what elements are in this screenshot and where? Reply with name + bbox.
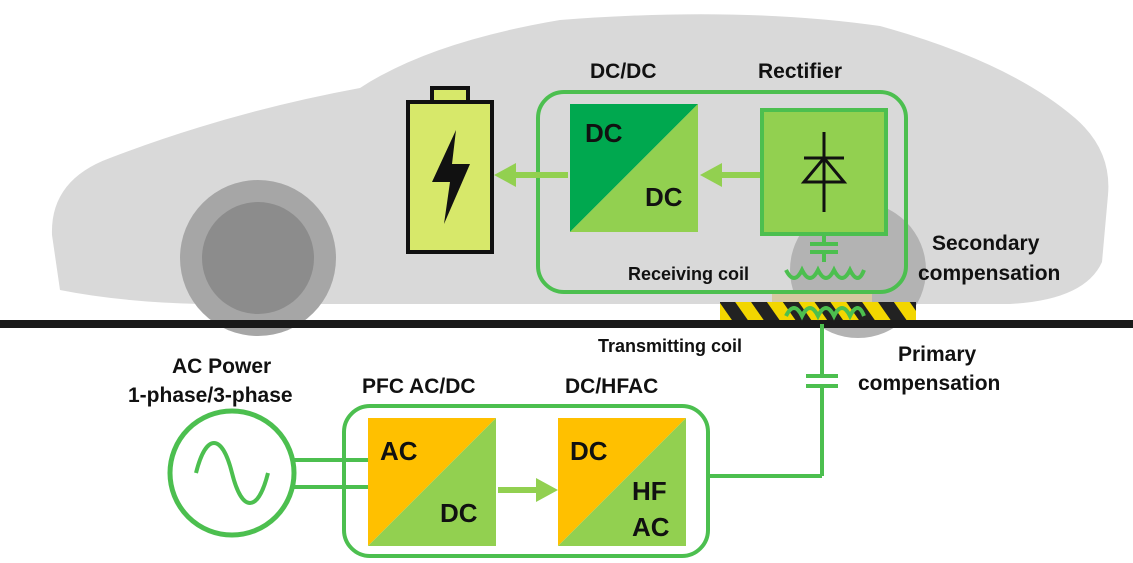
dcdc-in-label: DC [585, 118, 623, 148]
dchfac-lower [558, 418, 686, 546]
arrow-rectifier-to-dcdc [700, 163, 760, 187]
dchfac-converter: DC HF AC [558, 418, 686, 546]
vehicle-converter-enclosure [536, 90, 908, 294]
dchfac-title: DC/HFAC [565, 375, 658, 398]
rectifier-title: Rectifier [758, 60, 842, 83]
ac-power-label-2: 1-phase/3-phase [128, 384, 293, 407]
transmitting-coil-icon [784, 306, 866, 321]
rectifier [760, 108, 888, 236]
arrow-pfc-to-dchfac [498, 478, 558, 502]
pfc-lower [368, 418, 496, 546]
dcdc-title: DC/DC [590, 60, 657, 83]
battery [406, 86, 494, 254]
primary-compensation-label-1: Primary [898, 343, 977, 366]
sine-wave-icon [194, 441, 270, 505]
battery-terminal [430, 86, 470, 104]
pfc-in-label: AC [380, 436, 418, 466]
ground-converter-enclosure [342, 404, 710, 558]
diode-icon [800, 132, 848, 212]
lightning-icon [432, 130, 470, 224]
primary-compensation-capacitor [708, 324, 838, 478]
ac-source [167, 408, 368, 538]
dcdc-lower [570, 104, 698, 232]
receiving-coil-label: Receiving coil [628, 264, 749, 284]
primary-compensation-label-2: compensation [858, 372, 1000, 395]
secondary-compensation-capacitor [810, 234, 838, 262]
ground-line [0, 320, 1133, 328]
receiving-coil-icon [784, 265, 866, 280]
arrow-dcdc-to-battery [494, 163, 568, 187]
transmitting-coil-label: Transmitting coil [598, 336, 742, 356]
rear-rim [202, 202, 314, 314]
pfc-out-label: DC [440, 498, 478, 528]
dcdc-converter: DC DC [570, 104, 698, 232]
secondary-compensation-label-1: Secondary [932, 232, 1040, 255]
pfc-title: PFC AC/DC [362, 375, 476, 398]
pfc-converter: AC DC [368, 418, 496, 546]
dchfac-out-label-1: HF [632, 476, 667, 506]
dchfac-in-label: DC [570, 436, 608, 466]
dcdc-out-label: DC [645, 182, 683, 212]
ac-power-label-1: AC Power [172, 355, 271, 378]
secondary-compensation-label-2: compensation [918, 262, 1060, 285]
dchfac-out-label-2: AC [632, 512, 670, 542]
